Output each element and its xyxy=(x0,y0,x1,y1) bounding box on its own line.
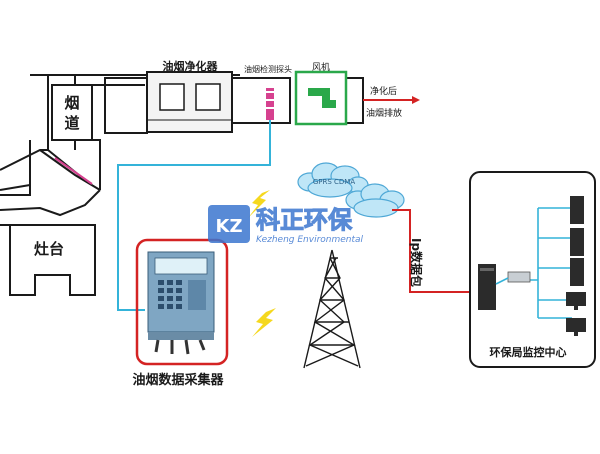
chimney-label-group: 烟 道 xyxy=(51,84,93,141)
fan-label: 风机 xyxy=(312,61,330,73)
watermark-name-en: Kezheng Environmental xyxy=(256,235,364,245)
lightning-bolt-upper xyxy=(248,190,270,218)
monitor-center: 环保局监控中心 xyxy=(469,171,596,368)
collector-label: 油烟数据采集器 xyxy=(132,372,224,388)
cloud-network xyxy=(297,162,405,218)
probe-sensor: 油烟检测探头 xyxy=(244,64,292,120)
antenna-tower xyxy=(303,249,361,369)
chimney-label-top: 烟 xyxy=(64,94,79,112)
hood-sensor-line xyxy=(54,157,93,185)
lightning-bolt-lower xyxy=(252,308,276,337)
chimney-label-bottom: 道 xyxy=(64,114,79,132)
purifier-label: 油烟净化器 xyxy=(163,59,219,73)
ip-link: Ip数据包 xyxy=(392,209,482,293)
exhaust-arrow: 净化后 油烟排放 xyxy=(363,85,420,119)
probe-label: 油烟检测探头 xyxy=(244,64,292,74)
purifier-unit: 油烟净化器 xyxy=(146,59,233,133)
ip-packet-label: Ip数据包 xyxy=(409,238,424,287)
monitor-center-label: 环保局监控中心 xyxy=(490,345,567,359)
brand-watermark: KZ 科正环保 Kezheng Environmental xyxy=(208,205,364,245)
exhaust-label-top: 净化后 xyxy=(370,85,397,97)
exhaust-label-bottom: 油烟排放 xyxy=(366,107,402,119)
data-collector: 油烟数据采集器 xyxy=(132,238,229,388)
signal-cables xyxy=(117,120,271,311)
stove-label: 灶台 xyxy=(34,240,64,258)
watermark-badge: KZ xyxy=(216,216,243,237)
cloud-label: GPRS CDMA xyxy=(313,178,355,186)
fan-unit: 风机 xyxy=(294,61,348,126)
watermark-name-cn: 科正环保 xyxy=(256,206,353,234)
